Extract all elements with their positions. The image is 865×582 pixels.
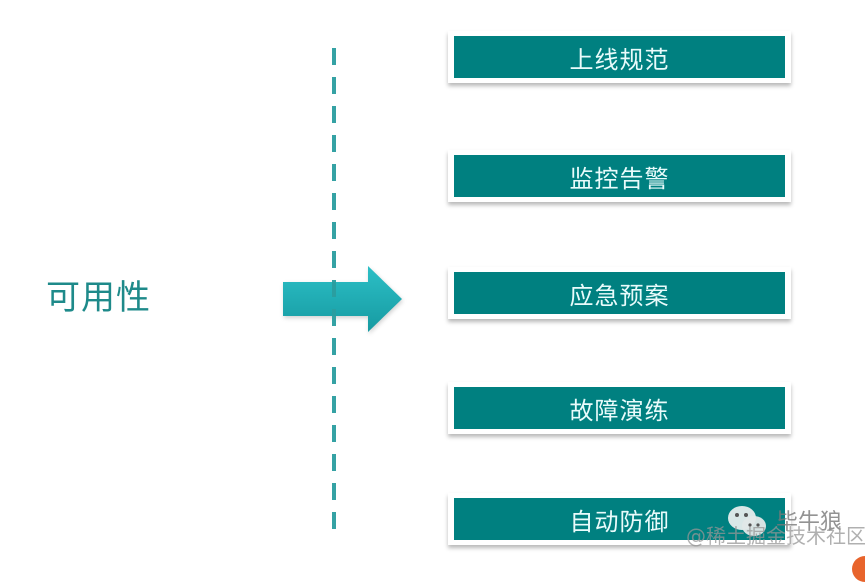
item-box-monitoring-alerts: 监控告警 — [448, 150, 791, 202]
item-label: 上线规范 — [569, 45, 670, 74]
item-label: 自动防御 — [569, 507, 670, 536]
dashed-divider — [332, 48, 336, 538]
corner-decoration — [852, 556, 865, 582]
item-box-launch-standards: 上线规范 — [448, 31, 791, 83]
item-box-fill: 自动防御 — [454, 498, 785, 540]
source-label: 可用性 — [46, 278, 151, 318]
item-label: 监控告警 — [569, 164, 670, 193]
item-box-fill: 监控告警 — [454, 155, 785, 197]
item-box-fill: 故障演练 — [454, 387, 785, 429]
item-box-fault-drill: 故障演练 — [448, 382, 791, 434]
item-box-fill: 应急预案 — [454, 272, 785, 314]
right-arrow-icon — [283, 266, 402, 332]
item-box-emergency-plan: 应急预案 — [448, 267, 791, 319]
item-label: 故障演练 — [569, 396, 670, 425]
item-label: 应急预案 — [569, 281, 670, 310]
item-box-fill: 上线规范 — [454, 36, 785, 78]
item-box-auto-defense: 自动防御 — [448, 493, 791, 545]
